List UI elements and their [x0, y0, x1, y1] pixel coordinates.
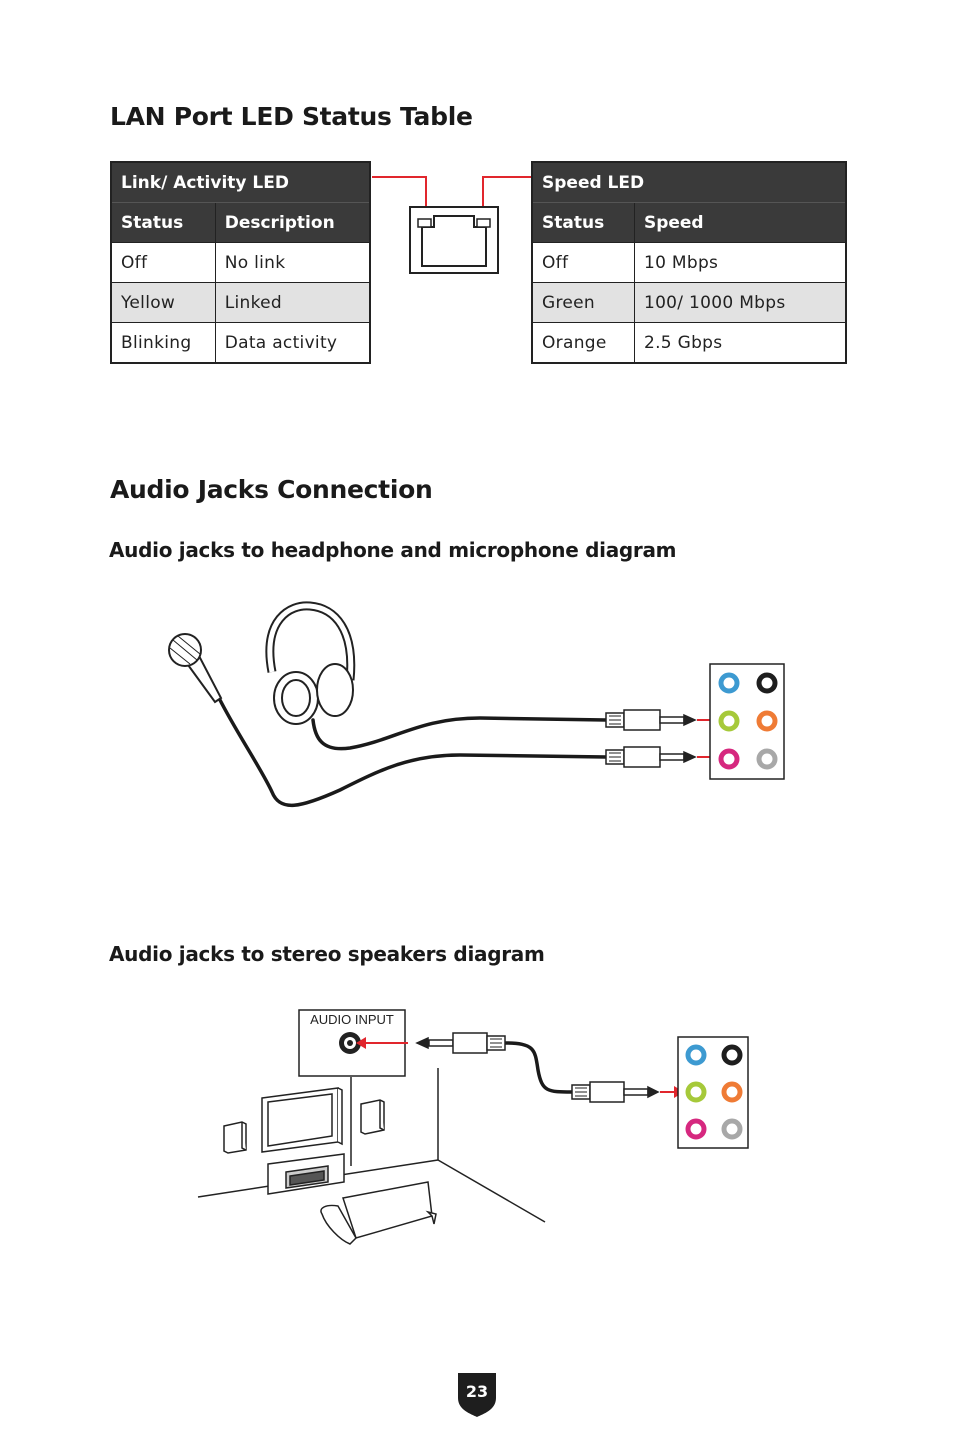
sofa-icon	[320, 1181, 437, 1245]
speaker-icon	[223, 1121, 247, 1154]
rear-speaker-jack	[721, 1044, 743, 1066]
cables	[217, 696, 608, 807]
table-cell: 100/ 1000 Mbps	[633, 282, 847, 323]
audio-input-jack-icon	[339, 1032, 361, 1054]
speaker-cable	[504, 1041, 573, 1094]
leader-lines	[372, 176, 531, 220]
audio-plug-icon	[571, 1081, 660, 1103]
audio-jack-panel	[709, 663, 785, 780]
table-row: Off 10 Mbps	[531, 242, 847, 283]
center-subwoofer-jack	[721, 1081, 743, 1103]
line-out-jack	[718, 710, 740, 732]
link-activity-table: Link/ Activity LED Status Description Of…	[110, 161, 371, 364]
side-speaker-jack	[721, 1118, 743, 1140]
audio-section-title: Audio Jacks Connection	[110, 475, 433, 504]
speed-led-table: Speed LED Status Speed Off 10 Mbps Green…	[531, 161, 847, 364]
microphone-icon	[168, 633, 223, 704]
table-cell: Linked	[214, 282, 371, 323]
audio-plug-icon	[415, 1032, 506, 1054]
receiver-icon	[267, 1153, 345, 1195]
table-cell: Data activity	[214, 322, 371, 364]
headphone-microphone-diagram	[168, 601, 785, 807]
audio-plug-icon	[605, 709, 697, 731]
speaker-icon	[360, 1099, 385, 1135]
table-cell: 10 Mbps	[633, 242, 847, 283]
headphones-icon	[265, 601, 356, 725]
table-row: Green 100/ 1000 Mbps	[531, 282, 847, 323]
tv-icon	[261, 1087, 343, 1153]
lan-port-diagram	[372, 176, 531, 274]
lan-port-icon	[409, 206, 499, 274]
column-header: Status	[531, 202, 635, 243]
table-cell: 2.5 Gbps	[633, 322, 847, 364]
line-out-jack	[685, 1081, 707, 1103]
audio-input-label: AUDIO INPUT	[310, 1012, 394, 1027]
table-cell: Green	[531, 282, 635, 323]
table-cell: Blinking	[110, 322, 216, 364]
speakers-diagram-title: Audio jacks to stereo speakers diagram	[109, 942, 545, 966]
page-number-badge	[458, 1373, 496, 1417]
room-outline	[197, 1068, 546, 1223]
column-header: Description	[214, 202, 371, 243]
table-row: Off No link	[110, 242, 371, 283]
stereo-speakers-diagram	[197, 1009, 749, 1245]
table-row: Yellow Linked	[110, 282, 371, 323]
mic-in-jack	[718, 748, 740, 770]
audio-plug-icon	[605, 746, 697, 768]
page-number: 23	[465, 1382, 489, 1401]
line-in-jack	[718, 672, 740, 694]
column-header: Status	[110, 202, 216, 243]
column-header: Speed	[633, 202, 847, 243]
rear-speaker-jack	[756, 672, 778, 694]
side-speaker-jack	[756, 748, 778, 770]
audio-jack-panel	[677, 1036, 749, 1149]
table-row: Blinking Data activity	[110, 322, 371, 364]
speed-table-title: Speed LED	[531, 161, 847, 203]
lan-section-title: LAN Port LED Status Table	[110, 102, 473, 131]
headphone-diagram-title: Audio jacks to headphone and microphone …	[109, 538, 677, 562]
center-subwoofer-jack	[756, 710, 778, 732]
line-in-jack	[685, 1044, 707, 1066]
table-cell: Yellow	[110, 282, 216, 323]
table-cell: Off	[110, 242, 216, 283]
mic-in-jack	[685, 1118, 707, 1140]
table-row: Orange 2.5 Gbps	[531, 322, 847, 364]
table-cell: Orange	[531, 322, 635, 364]
